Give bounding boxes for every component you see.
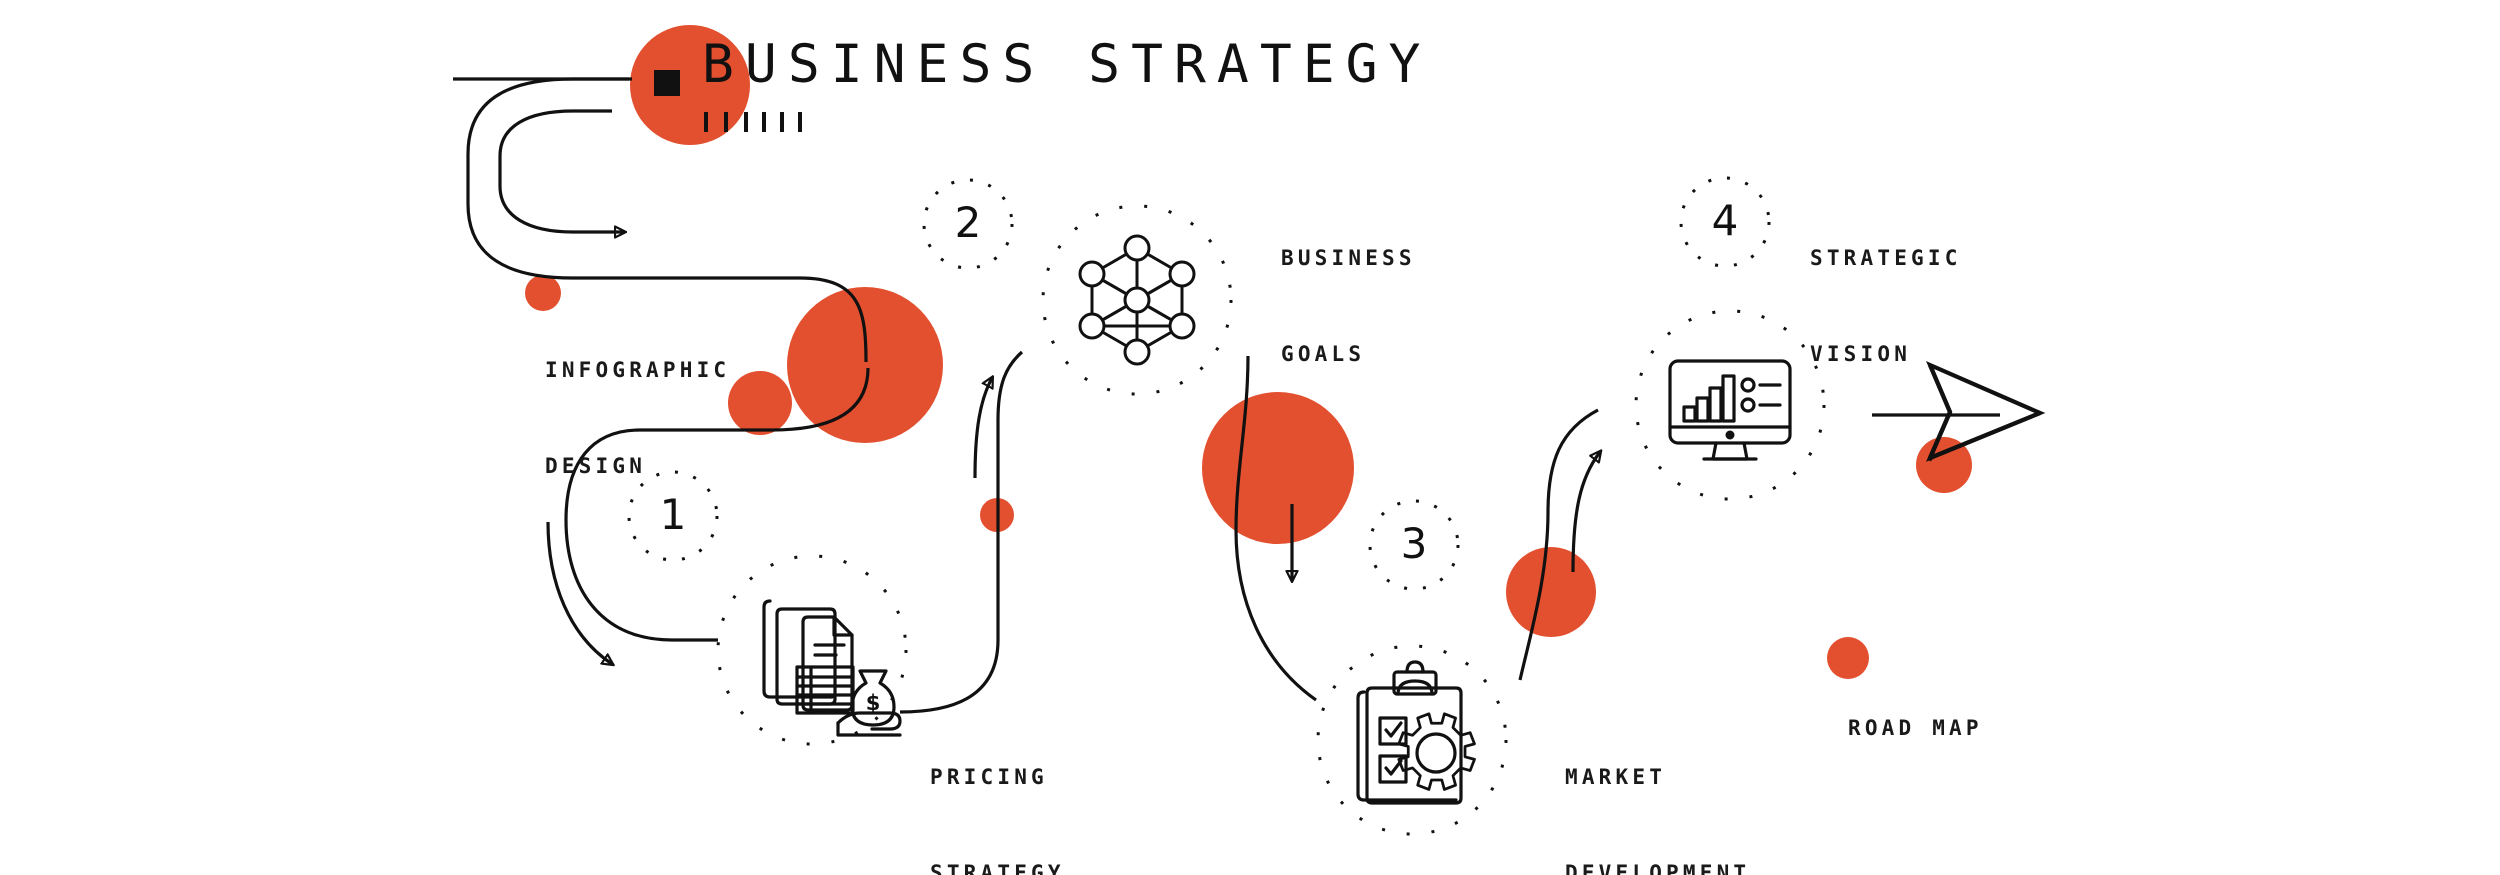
step-label-pricing-strategy: PRICING STRATEGY [930,697,1065,875]
orange-circle-group [525,25,1972,679]
step-label-business-goals: BUSINESS GOALS [1281,178,1416,434]
step-label-pricing-line2: STRATEGY [930,861,1065,875]
step-label-goals-line2: GOALS [1281,342,1366,366]
step-ring-group [627,176,1771,591]
annotation-road-map: ROAD MAP [1848,648,1983,808]
step-ring-1 [627,470,719,562]
network-nodes-icon [1078,234,1196,366]
monitor-bar-chart-icon [1668,359,1792,461]
orange-circle-large-center [1202,392,1354,544]
step-label-strategic-vision: STRATEGIC VISION [1810,178,1962,434]
flow-pricing-to-goals [899,350,1024,714]
annotation-infographic-line2: DESIGN [545,454,647,478]
svg-text:$: $ [866,691,881,715]
gear-icon [1397,712,1476,791]
flow-arrow-up-vision [1571,452,1600,573]
annotation-infographic-line1: INFOGRAPHIC [545,358,731,382]
flow-left-lower-arrow [546,521,612,664]
orange-circle-title [630,25,750,145]
step-label-market-line2: DEVELOPMENT [1565,861,1751,875]
documents-money-bag-icon: $ [762,599,902,737]
flow-left-lower-curve [564,367,870,642]
orange-circle-infographic-dot [525,275,561,311]
step-ring-2 [922,178,1014,270]
orange-circle-roadmap-dot [1827,637,1869,679]
step-ring-3 [1368,499,1460,591]
network-nodes [1078,234,1196,366]
title-bullet-group [654,70,802,132]
halo-vision [1634,309,1826,501]
flow-goals-to-market [1234,355,1317,702]
orange-circle-small-left [728,371,792,435]
orange-circle-market [1506,547,1596,637]
step-number-4: 4 [1711,196,1739,245]
flow-market-to-vision [1518,408,1599,681]
step-number-3: 3 [1400,519,1428,568]
flow-top-outer-line [472,79,630,236]
dashed-halo-group [716,204,1826,836]
paper-plane-arrow-icon [1926,360,2046,462]
halo-market [1316,644,1508,836]
step-label-market-line1: MARKET [1565,765,1667,789]
step-number-1: 1 [659,490,687,539]
halo-pricing [716,554,908,746]
clipboard-checklist-gear-icon [1356,660,1476,805]
step-label-pricing-line1: PRICING [930,765,1048,789]
step-label-vision-line1: STRATEGIC [1810,246,1962,270]
step-ring-4 [1679,176,1771,268]
flow-line-group [453,77,2000,714]
orange-circle-plane [1916,437,1972,493]
step-label-market-development: MARKET DEVELOPMENT [1565,697,1750,875]
halo-goals [1041,204,1233,396]
title-tick-marks [704,112,802,132]
annotation-roadmap-line1: ROAD MAP [1848,716,1983,740]
step-label-vision-line2: VISION [1810,342,1912,366]
page-title: BUSINESS STRATEGY [702,34,1432,95]
annotation-infographic-design: INFOGRAPHIC DESIGN [545,290,730,546]
flow-top-loop-outer [466,77,868,363]
flow-top-loop-inner [498,109,624,232]
square-bullet-icon [654,70,680,96]
step-number-2: 2 [954,198,982,247]
orange-circle-large-left [787,287,943,443]
step-label-goals-line1: BUSINESS [1281,246,1416,270]
flow-arrow-up-goals [973,378,992,479]
